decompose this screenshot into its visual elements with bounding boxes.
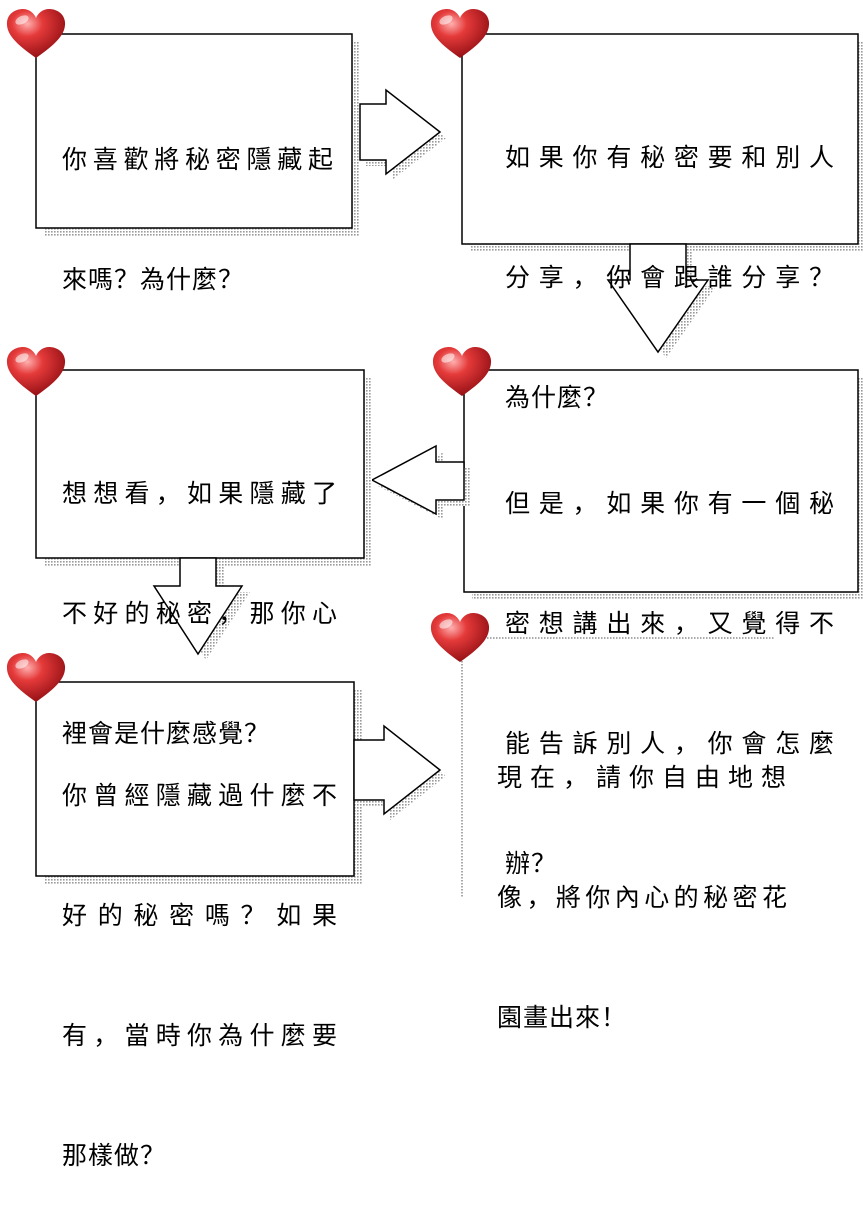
text-line: 分享，你會跟誰分享？	[505, 263, 835, 292]
text-line: 像，將你內心的秘密花	[497, 883, 787, 912]
text-line: 來嗎？為什麼？	[62, 265, 245, 294]
arrow-right-icon	[353, 724, 446, 820]
text-line: 不好的秘密，那你心	[62, 599, 338, 628]
box-q4-text: 想想看，如果隱藏了 不好的秘密，那你心 裡會是什麼感覺？	[62, 394, 338, 794]
arrow-right-icon	[359, 88, 446, 180]
arrow-down-icon	[606, 243, 716, 358]
text-line: 如果你有秘密要和別人	[505, 143, 835, 172]
box-q6-text: 現在，請你自由地想 像，將你內心的秘密花 園畫出來！	[497, 678, 787, 1078]
box-q5-text: 你曾經隱藏過什麼不 好的秘密嗎？如果 有，當時你為什麼要 那樣做？	[62, 696, 338, 1216]
arrow-down-icon	[152, 557, 250, 660]
text-line: 你曾經隱藏過什麼不	[62, 781, 338, 810]
text-line: 辦？	[505, 849, 558, 878]
box-q4	[35, 369, 372, 566]
box-q3	[463, 369, 863, 600]
box-q1	[35, 33, 360, 236]
text-line: 現在，請你自由地想	[497, 763, 787, 792]
box-q2-text: 如果你有秘密要和別人 分享，你會跟誰分享？ 為什麼？	[505, 58, 835, 458]
arrow-left-icon	[370, 444, 470, 520]
box-q6	[461, 637, 775, 897]
flow-diagram	[6, 9, 863, 897]
heart-icon	[430, 613, 490, 662]
text-line: 想想看，如果隱藏了	[62, 479, 338, 508]
text-line: 裡會是什麼感覺？	[62, 719, 271, 748]
text-line: 能告訴別人，你會怎麼	[505, 729, 835, 758]
text-line: 你喜歡將秘密隱藏起	[62, 145, 334, 174]
box-q3-text: 但是，如果你有一個秘 密想講出來，又覺得不 能告訴別人，你會怎麼 辦？	[505, 404, 835, 924]
text-line: 為什麼？	[505, 383, 610, 412]
text-line: 園畫出來！	[497, 1003, 628, 1032]
text-line: 但是，如果你有一個秘	[505, 489, 835, 518]
box-q5	[35, 681, 362, 884]
text-line: 好的秘密嗎？如果	[62, 901, 338, 930]
box-q1-text: 你喜歡將秘密隱藏起 來嗎？為什麼？	[62, 60, 334, 340]
text-line: 有，當時你為什麼要	[62, 1021, 338, 1050]
text-line: 那樣做？	[62, 1141, 167, 1170]
text-line: 密想講出來，又覺得不	[505, 609, 835, 638]
box-q2	[461, 33, 863, 252]
